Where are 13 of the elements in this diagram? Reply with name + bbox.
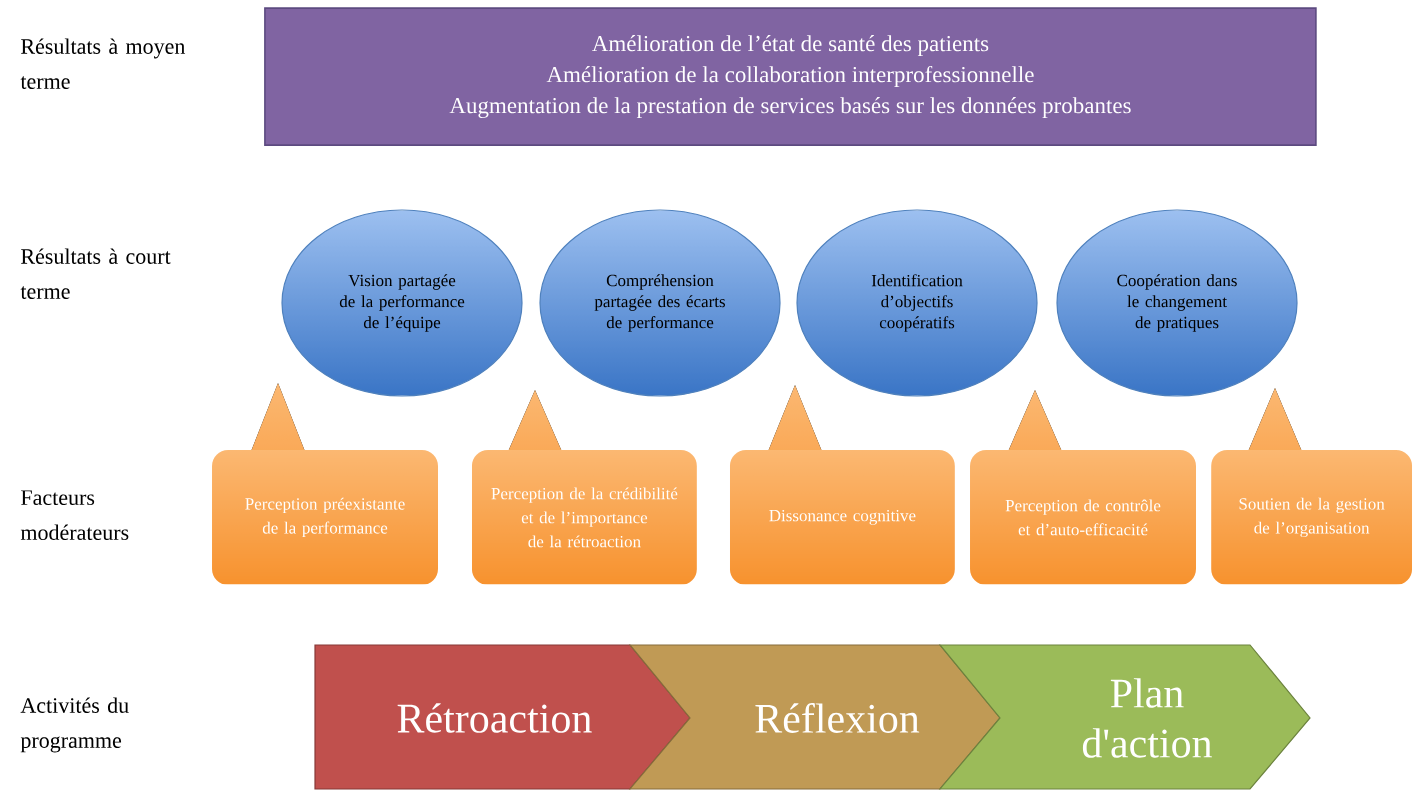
callout-box: Perception préexistante de la performance (212, 383, 438, 585)
row-label: Facteurs modérateurs (20, 490, 129, 540)
row-label: Résultats à court terme (20, 248, 171, 299)
callout-box: Dissonance cognitive (729, 385, 955, 585)
row-label: Activités du programme (20, 697, 129, 753)
row-label: Résultats à moyen terme (20, 38, 186, 89)
callout-box: Perception de la crédibilité et de l’importance de la rétroaction (471, 390, 697, 585)
callout-box: Perception de contrôle et d’auto-efficacité (970, 390, 1196, 585)
callout-box: Soutien de la gestion de l’organisation (1211, 388, 1413, 585)
chevron-step: Réflexion (628, 644, 1001, 790)
chevron-step: Rétroaction (314, 644, 691, 790)
outcome-band: Amélioration de l’état de santé des patients Amélioration de la collaboration interprofessionnelle Augmentation de la prestation de services basés sur les données probantes (264, 7, 1317, 146)
chevron-step: Plan d'action (938, 644, 1311, 790)
